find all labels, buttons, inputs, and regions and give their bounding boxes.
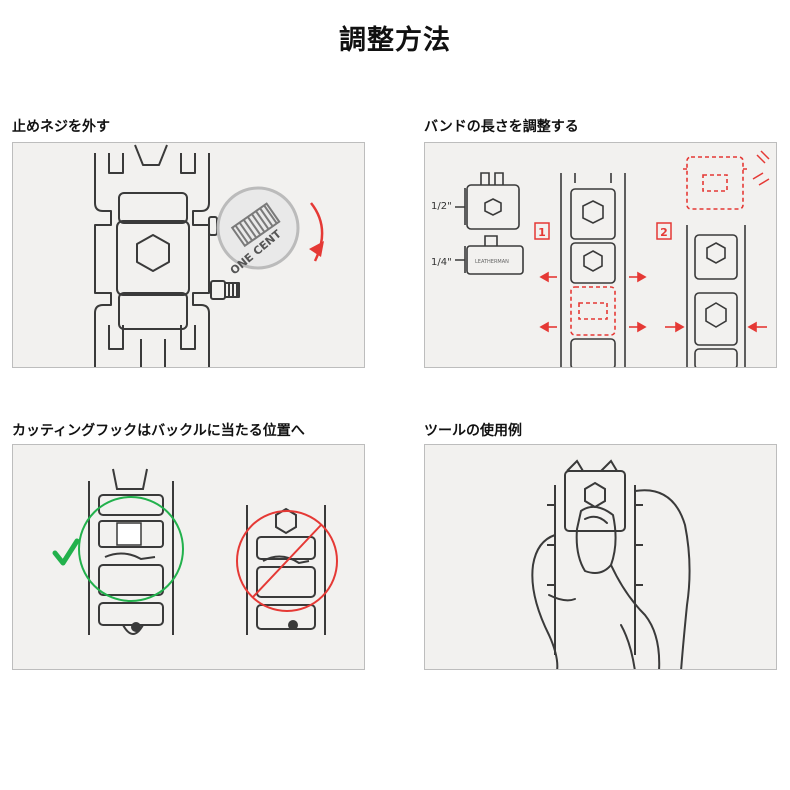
section-caption-adjust-length: バンドの長さを調整する	[424, 119, 579, 135]
hex-icon	[484, 198, 502, 216]
prohibited-icon	[236, 510, 338, 612]
size-label-half: 1/2"	[431, 201, 452, 212]
panel-usage-example	[424, 444, 777, 670]
link-brand-text: LEATHERMAN	[475, 259, 509, 265]
page-title: 調整方法	[339, 25, 451, 56]
coin-icon: ONE CENT	[216, 186, 300, 277]
step-badge-2: 2	[660, 226, 668, 239]
cutting-hook-illustration	[52, 468, 338, 635]
check-icon	[52, 538, 80, 566]
arrow-icon	[539, 271, 647, 333]
step-badge-1: 1	[538, 226, 546, 239]
size-label-quarter: 1/4"	[431, 257, 452, 268]
usage-example-illustration	[531, 459, 691, 669]
panel-cutting-hook	[12, 444, 365, 670]
panel-adjust-length: 1/2" 1/4" LEATHERMAN 1 2	[424, 142, 777, 368]
panel-remove-screw: ONE CENT	[12, 142, 365, 368]
section-caption-remove-screw: 止めネジを外す	[12, 119, 110, 135]
remove-screw-illustration: ONE CENT	[94, 144, 324, 367]
section-caption-usage-example: ツールの使用例	[424, 423, 522, 439]
adjust-length-illustration: 1/2" 1/4" LEATHERMAN 1 2	[431, 150, 770, 367]
rotate-arrow-icon	[310, 202, 324, 262]
section-caption-cutting-hook: カッティングフックはバックルに当たる位置へ	[12, 423, 305, 439]
screw-icon	[752, 150, 770, 186]
